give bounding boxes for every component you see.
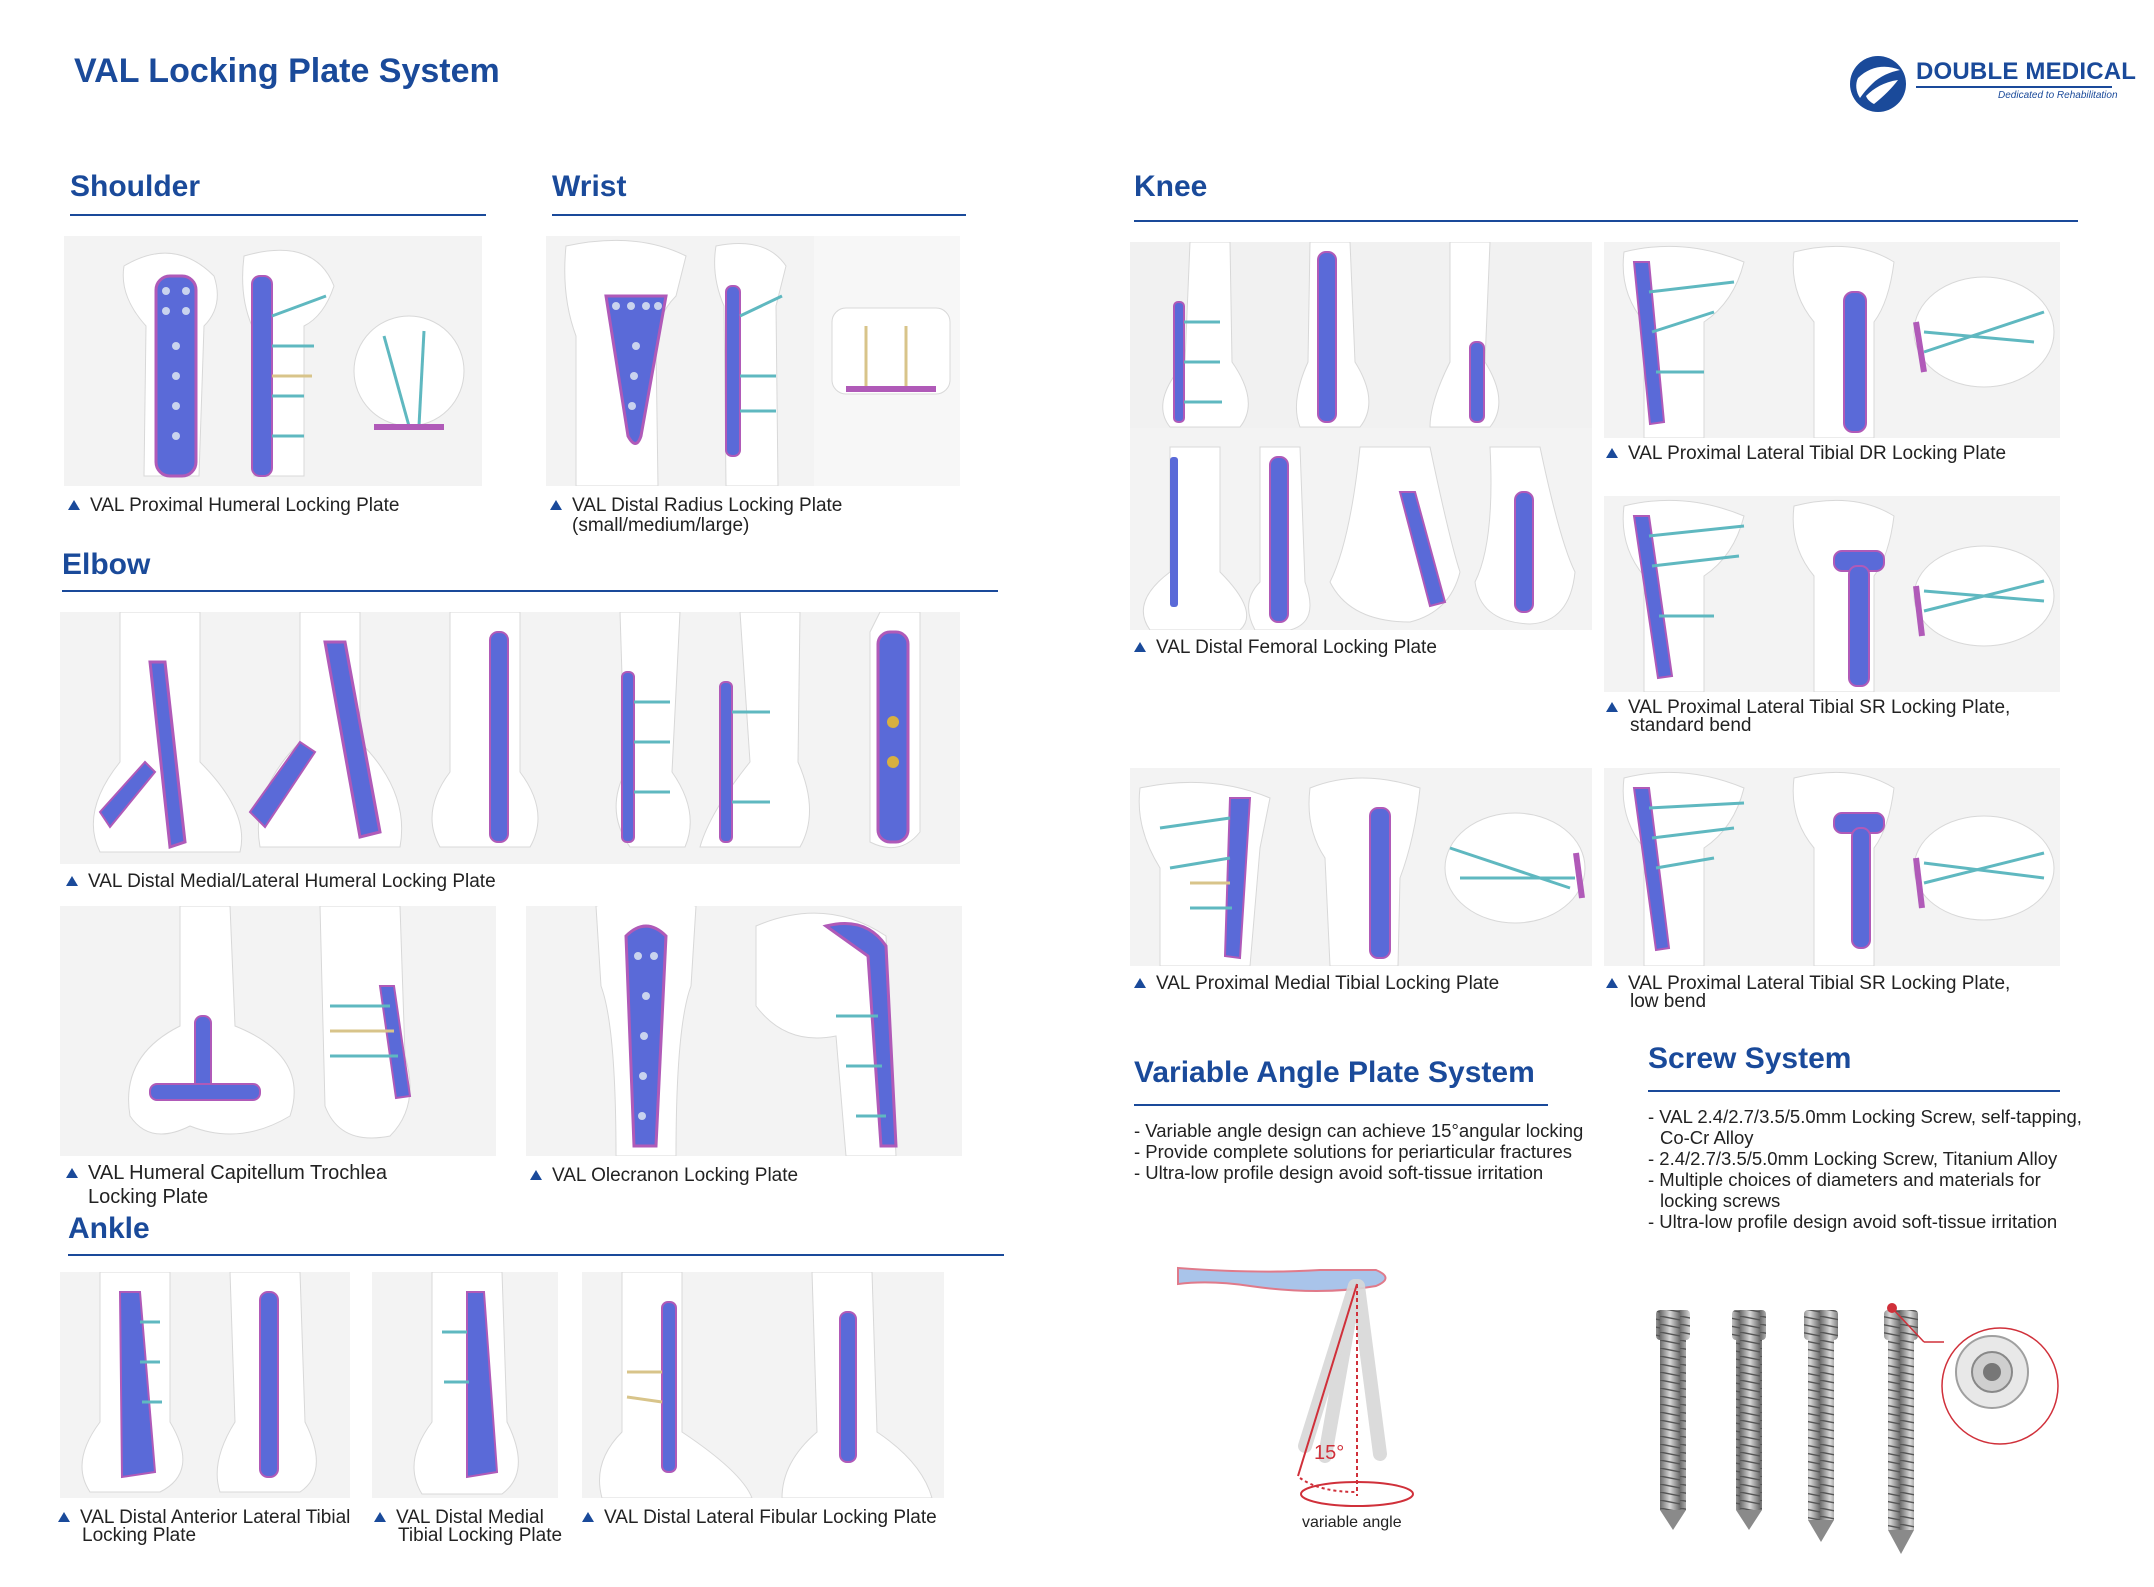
radius-plate-image [546, 236, 960, 486]
caption-radius-line2: (small/medium/large) [572, 515, 750, 536]
triangle-bullet-icon [1134, 978, 1146, 988]
triangle-bullet-icon [530, 1170, 542, 1180]
logo-name: DOUBLE MEDICAL [1916, 58, 2137, 85]
caption-fibular: VAL Distal Lateral Fibular Locking Plate [582, 1508, 937, 1527]
variable-angle-diagram: 15° variable angle [1170, 1256, 1430, 1536]
caption-capitellum-line2: Locking Plate [88, 1186, 209, 1208]
caption-tibial-sr-low-line2: low bend [1630, 991, 1707, 1012]
section-rule [70, 214, 486, 216]
caption-tibial-sr-low: VAL Proximal Lateral Tibial SR Locking P… [1606, 974, 2010, 993]
caption-radius: VAL Distal Radius Locking Plate [550, 496, 842, 515]
feature-item: Co-Cr Alloy [1660, 1127, 1754, 1148]
feature-item: - Ultra-low profile design avoid soft-ti… [1134, 1162, 1544, 1183]
caption-tibial-sr-standard-line2: standard bend [1630, 715, 1752, 736]
section-rule [552, 214, 966, 216]
screw-lineup-image [1640, 1300, 2100, 1560]
feature-item: - Multiple choices of diameters and mate… [1648, 1169, 2041, 1190]
medial-tibial-plate-image [1130, 768, 1592, 966]
screw-icon [1656, 1310, 1690, 1530]
triangle-bullet-icon [1134, 642, 1146, 652]
caption-humeral: VAL Proximal Humeral Locking Plate [68, 496, 399, 515]
section-rule [68, 1254, 1004, 1256]
distal-femoral-plate-image [1130, 242, 1592, 630]
screw-icon [1804, 1310, 1838, 1542]
angle-label: 15° [1314, 1442, 1345, 1464]
triangle-bullet-icon [374, 1512, 386, 1522]
page-title: VAL Locking Plate System [74, 52, 500, 90]
caption-femoral: VAL Distal Femoral Locking Plate [1134, 638, 1437, 657]
caption-anterior-tibial: VAL Distal Anterior Lateral Tibial [58, 1508, 350, 1527]
section-knee: Knee [1134, 170, 1208, 203]
caption-capitellum: VAL Humeral Capitellum Trochlea [66, 1163, 387, 1183]
screw-icon [1884, 1310, 1918, 1554]
triangle-bullet-icon [1606, 978, 1618, 988]
variable-angle-features: - Variable angle design can achieve 15°a… [1134, 1120, 1583, 1183]
feature-item: - Provide complete solutions for periart… [1134, 1141, 1573, 1162]
distal-humeral-plate-image [60, 612, 960, 864]
section-rule [1134, 1104, 1548, 1106]
feature-item: - VAL 2.4/2.7/3.5/5.0mm Locking Screw, s… [1648, 1106, 2082, 1127]
section-shoulder: Shoulder [70, 170, 201, 203]
caption-medial-tibial-line2: Tibial Locking Plate [398, 1525, 563, 1546]
caption-olecranon: VAL Olecranon Locking Plate [530, 1166, 798, 1185]
variable-angle-label: variable angle [1302, 1514, 1402, 1531]
triangle-bullet-icon [550, 500, 562, 510]
capitellum-plate-image [60, 906, 496, 1156]
fibular-plate-image [582, 1272, 944, 1498]
feature-item: - Ultra-low profile design avoid soft-ti… [1648, 1211, 2058, 1232]
tibial-sr-standard-plate-image [1604, 496, 2060, 692]
section-screw: Screw System [1648, 1042, 1852, 1075]
triangle-bullet-icon [66, 1168, 78, 1178]
logo-underline [1916, 86, 2112, 88]
section-rule [1648, 1090, 2060, 1092]
anterior-tibial-plate-image [60, 1272, 350, 1498]
screw-features: - VAL 2.4/2.7/3.5/5.0mm Locking Screw, s… [1648, 1106, 2082, 1232]
tibial-dr-plate-image [1604, 242, 2060, 438]
triangle-bullet-icon [66, 876, 78, 886]
section-ankle: Ankle [68, 1212, 150, 1245]
double-medical-logo-icon [1850, 56, 1906, 112]
section-wrist: Wrist [552, 170, 627, 203]
triangle-bullet-icon [58, 1512, 70, 1522]
feature-item: locking screws [1660, 1190, 1781, 1211]
caption-medial-tibial-proximal: VAL Proximal Medial Tibial Locking Plate [1134, 974, 1499, 993]
section-rule [62, 590, 998, 592]
triangle-bullet-icon [582, 1512, 594, 1522]
caption-distal-humeral: VAL Distal Medial/Lateral Humeral Lockin… [66, 872, 496, 891]
logo-tagline: Dedicated to Rehabilitation [1998, 90, 2118, 101]
section-rule [1134, 220, 2078, 222]
triangle-bullet-icon [1606, 702, 1618, 712]
caption-tibial-sr-standard: VAL Proximal Lateral Tibial SR Locking P… [1606, 698, 2010, 717]
section-variable-angle: Variable Angle Plate System [1134, 1056, 1535, 1089]
triangle-bullet-icon [68, 500, 80, 510]
section-elbow: Elbow [62, 548, 151, 581]
caption-anterior-tibial-line2: Locking Plate [82, 1525, 197, 1546]
caption-medial-tibial: VAL Distal Medial [374, 1508, 544, 1527]
feature-item: - Variable angle design can achieve 15°a… [1134, 1120, 1584, 1141]
medial-tibial-plate-image [372, 1272, 558, 1498]
triangle-bullet-icon [1606, 448, 1618, 458]
screw-icon [1732, 1310, 1766, 1530]
caption-tibial-dr: VAL Proximal Lateral Tibial DR Locking P… [1606, 444, 2006, 463]
feature-item: - 2.4/2.7/3.5/5.0mm Locking Screw, Titan… [1648, 1148, 2058, 1169]
tibial-sr-low-plate-image [1604, 768, 2060, 966]
olecranon-plate-image [526, 906, 962, 1156]
humeral-plate-image [64, 236, 482, 486]
